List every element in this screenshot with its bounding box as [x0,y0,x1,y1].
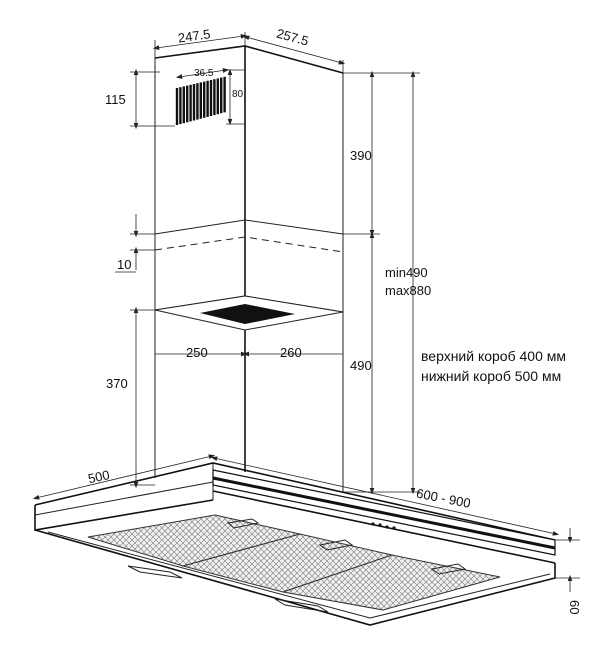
dimension-labels: 247.5 257.5 36.5 80 115 10 370 390 490 m… [87,26,582,615]
top-left-width-label: 247.5 [177,26,211,45]
box-notes: верхний короб 400 мм нижний короб 500 мм [421,348,566,384]
hood-depth-label: 500 [87,467,111,486]
top-right-width-label: 257.5 [275,26,310,49]
bottom-height-label: 370 [106,376,128,391]
bottom-right-width-label: 260 [280,345,302,360]
total-height-max-label: max880 [385,283,431,298]
hood-thickness-label: 60 [567,600,582,614]
bottom-left-width-label: 250 [186,345,208,360]
upper-box-height-label: 390 [350,148,372,163]
hood-width-label: 600 - 900 [415,486,472,511]
duct-opening [154,295,344,331]
lower-box-height-label: 490 [350,358,372,373]
vent-height-label: 80 [232,89,244,100]
hood-body [34,462,556,626]
ventilation-grille [175,68,244,126]
total-height-min-label: min490 [385,265,428,280]
vent-width-label: 36.5 [194,68,214,79]
dimension-lines [32,32,580,592]
lower-box-note: нижний короб 500 мм [421,368,561,384]
vent-offset-label: 115 [105,92,126,107]
upper-box-note: верхний короб 400 мм [421,348,566,364]
overlap-label: 10 [117,257,131,272]
